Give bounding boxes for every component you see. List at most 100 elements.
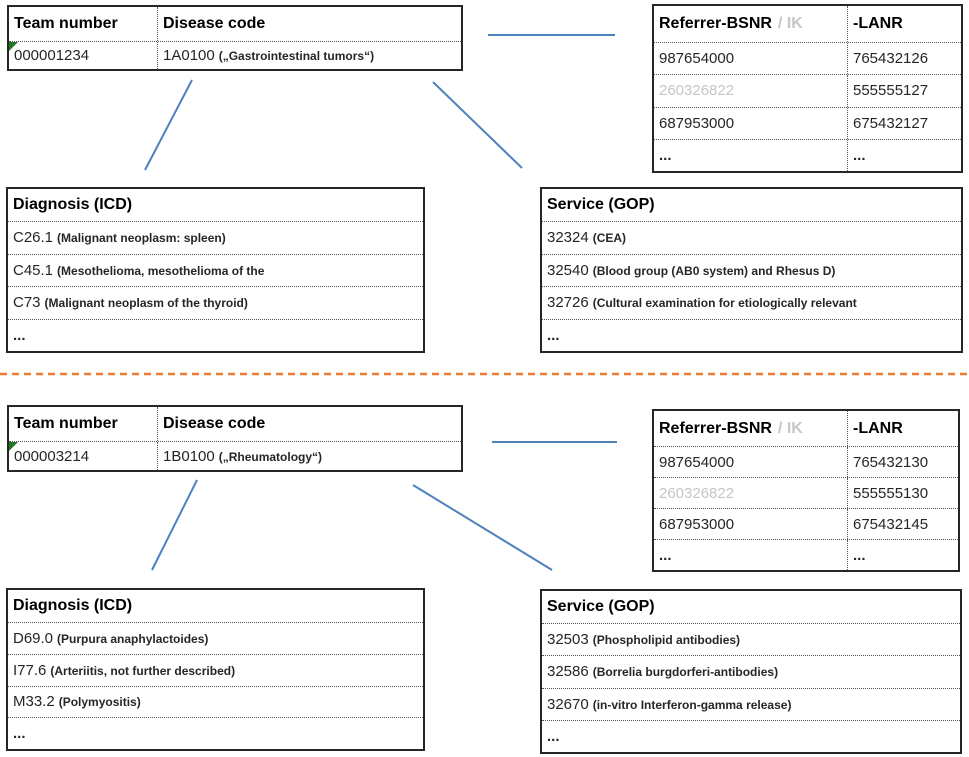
icd-cell: C73 (Malignant neoplasm of the thyroid) (8, 287, 423, 319)
table-header-row: Team number Disease code (9, 7, 461, 42)
team-number-header: Team number (14, 15, 118, 32)
table-row-ellipsis: ... (542, 320, 961, 352)
gop-description: (Cultural examination for etiologically … (592, 296, 857, 311)
gop-code: 32726 (547, 294, 589, 312)
gop-description: (Phospholipid antibodies) (592, 633, 741, 648)
excel-corner-marker-icon (9, 42, 18, 51)
table-row-ellipsis: ... ... (654, 139, 961, 171)
table-header-row: Service (GOP) (542, 591, 960, 624)
table-header-row: Diagnosis (ICD) (8, 189, 423, 222)
gop-cell: 32540 (Blood group (AB0 system) and Rhes… (542, 255, 961, 287)
table-row: 32726 (Cultural examination for etiologi… (542, 287, 961, 320)
gop-description: (Borrelia burgdorferi-antibodies) (592, 665, 779, 680)
icd-cell: C45.1 (Mesothelioma, mesothelioma of the (8, 255, 423, 287)
table-row-ellipsis: ... (8, 718, 423, 749)
icd-description: (Malignant neoplasm: spleen) (57, 231, 226, 246)
lanr-header: -LANR (847, 411, 958, 446)
icd-description: (Arteriitis, not further described) (50, 663, 236, 678)
table-row: 32540 (Blood group (AB0 system) and Rhes… (542, 255, 961, 287)
icd-code: D69.0 (13, 629, 54, 647)
referrer-table-1: Referrer-BSNR / IK -LANR 987654000 76543… (652, 4, 963, 173)
bsnr-cell: 987654000 (659, 50, 735, 68)
icd-code: C26.1 (13, 229, 54, 247)
team-number-cell: 000003214 (9, 442, 157, 470)
table-row: 987654000 765432126 (654, 43, 961, 76)
table-header-row: Referrer-BSNR / IK -LANR (654, 411, 958, 447)
icd-description: (Purpura anaphylactoides) (57, 631, 209, 646)
icd-description: (Malignant neoplasm of the thyroid) (44, 296, 248, 311)
lanr-cell: 675432145 (847, 509, 958, 539)
disease-code-label: („Gastrointestinal tumors“) (218, 49, 375, 63)
ellipsis: ... (547, 326, 560, 344)
icd-cell: M33.2 (Polymyositis) (8, 687, 423, 718)
lanr-cell: 555555130 (847, 478, 958, 508)
icd-cell: ... (8, 718, 423, 749)
referrer-bsnr-header-label: Referrer-BSNR (659, 419, 772, 437)
table-row-ellipsis: ... ... (654, 540, 958, 570)
team-number-value: 000003214 (14, 447, 90, 465)
table-header-row: Team number Disease code (9, 407, 461, 442)
bsnr-cell: 687953000 (659, 114, 735, 132)
table-row: 32324 (CEA) (542, 222, 961, 255)
bsnr-cell: ... (659, 546, 672, 564)
bsnr-cell: ... (659, 146, 672, 164)
disease-code-cell: 1A0100 („Gastrointestinal tumors“) (157, 42, 461, 69)
ellipsis: ... (547, 727, 560, 745)
icd-cell: ... (8, 320, 423, 352)
table-row: 260326822 555555127 (654, 75, 961, 108)
referrer-ik-header-label: / IK (777, 419, 803, 437)
referrer-ik-header-label: / IK (777, 15, 803, 32)
table-row-ellipsis: ... (542, 721, 960, 752)
service-table-1: Service (GOP) 32324 (CEA) 32540 (Blood g… (540, 187, 963, 353)
bsnr-cell: 987654000 (659, 453, 735, 471)
icd-description: (Mesothelioma, mesothelioma of the (57, 263, 265, 278)
gop-code: 32503 (547, 631, 589, 649)
excel-corner-marker-icon (9, 442, 18, 451)
diagnosis-table-1: Diagnosis (ICD) C26.1 (Malignant neoplas… (6, 187, 425, 353)
bsnr-cell: 260326822 (659, 82, 735, 100)
connector-team1-service1 (432, 81, 523, 169)
lanr-cell: 765432126 (847, 43, 961, 75)
icd-description: (Polymyositis) (58, 695, 141, 710)
gop-code: 32324 (547, 229, 589, 247)
table-row: M33.2 (Polymyositis) (8, 687, 423, 719)
team-number-cell: 000001234 (9, 42, 157, 69)
icd-code: C45.1 (13, 261, 54, 279)
gop-cell: 32503 (Phospholipid antibodies) (542, 624, 960, 655)
lanr-cell: 555555127 (847, 75, 961, 107)
disease-code-label: („Rheumatology“) (218, 449, 323, 464)
gop-cell: 32586 (Borrelia burgdorferi-antibodies) (542, 656, 960, 687)
table-row: 260326822 555555130 (654, 478, 958, 509)
referrer-bsnr-header-label: Referrer-BSNR (659, 15, 772, 32)
team-table-1: Team number Disease code 000001234 1A010… (7, 5, 463, 71)
table-row: I77.6 (Arteriitis, not further described… (8, 655, 423, 687)
lanr-header: -LANR (847, 6, 961, 42)
table-header-row: Referrer-BSNR / IK -LANR (654, 6, 961, 43)
referrer-bsnr-header: Referrer-BSNR / IK (654, 411, 847, 446)
gop-code: 32670 (547, 695, 589, 713)
table-row: 987654000 765432130 (654, 447, 958, 478)
gop-cell: ... (542, 320, 961, 352)
table-row: 32670 (in-vitro Interferon-gamma release… (542, 689, 960, 721)
table-row: 687953000 675432145 (654, 509, 958, 540)
lanr-cell: 675432127 (847, 107, 961, 139)
service-table-title: Service (GOP) (547, 598, 655, 615)
team-number-value: 000001234 (14, 47, 90, 64)
referrer-table-2: Referrer-BSNR / IK -LANR 987654000 76543… (652, 409, 960, 572)
disease-code-value: 1A0100 (163, 47, 215, 64)
table-row: 000001234 1A0100 („Gastrointestinal tumo… (9, 42, 461, 69)
gop-cell: 32726 (Cultural examination for etiologi… (542, 287, 961, 319)
lanr-cell: ... (847, 540, 958, 570)
gop-cell: ... (542, 721, 960, 752)
table-row: C26.1 (Malignant neoplasm: spleen) (8, 222, 423, 255)
table-header-row: Diagnosis (ICD) (8, 590, 423, 623)
icd-code: I77.6 (13, 661, 47, 679)
table-row: C73 (Malignant neoplasm of the thyroid) (8, 287, 423, 320)
disease-code-header: Disease code (157, 407, 461, 441)
gop-code: 32540 (547, 261, 589, 279)
gop-cell: 32324 (CEA) (542, 222, 961, 254)
lanr-cell: ... (847, 139, 961, 171)
disease-code-value: 1B0100 (163, 447, 215, 465)
